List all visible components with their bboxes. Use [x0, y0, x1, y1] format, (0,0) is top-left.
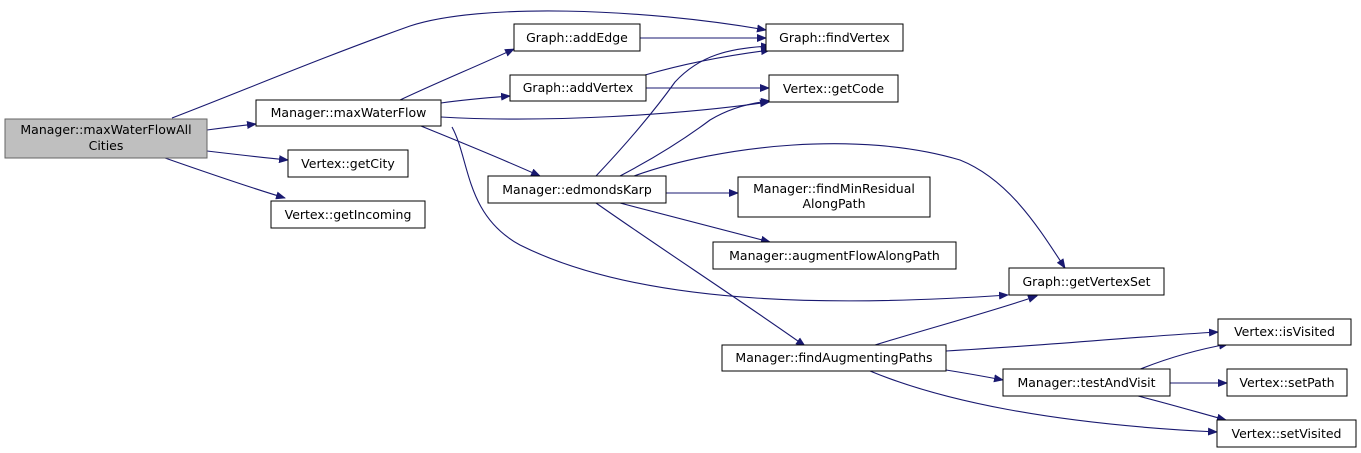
node-is-visited[interactable]: Vertex::isVisited	[1217, 318, 1352, 346]
edge-max-water-flow-to-edmonds-karp	[420, 125, 541, 177]
node-test-and-visit[interactable]: Manager::testAndVisit	[1002, 368, 1171, 397]
node-label-line-2: Cities	[89, 138, 124, 153]
edge-add-vertex-to-find-vertex	[644, 47, 771, 76]
node-get-code[interactable]: Vertex::getCode	[768, 74, 899, 103]
edge-max-water-flow-to-get-vertex-set	[451, 126, 1009, 302]
edge-max-water-flow-to-add-edge	[397, 48, 515, 102]
node-label: Manager::augmentFlowAlongPath	[729, 248, 940, 263]
edge-find-augmenting-paths-to-set-visited	[869, 370, 1218, 436]
node-label: Graph::findVertex	[779, 30, 890, 45]
edge-edmonds-karp-to-get-vertex-set	[633, 143, 1066, 269]
node-max-water-flow[interactable]: Manager::maxWaterFlow	[255, 99, 442, 127]
node-label: Vertex::getIncoming	[285, 207, 412, 222]
edge-max-water-flow-to-get-code	[440, 99, 770, 120]
edge-find-augmenting-paths-to-is-visited	[945, 328, 1219, 352]
node-label: Manager::edmondsKarp	[502, 182, 652, 197]
edge-max-water-flow-to-add-vertex	[440, 92, 511, 104]
edge-test-and-visit-to-set-visited	[1137, 395, 1227, 422]
node-label: Graph::addVertex	[523, 80, 633, 95]
node-label: Manager::findAugmentingPaths	[735, 350, 932, 365]
node-label-line-1: Manager::findMinResidual	[753, 181, 915, 196]
edge-edmonds-karp-to-get-code	[619, 97, 771, 177]
edge-root-to-find-vertex	[171, 10, 767, 119]
node-set-path[interactable]: Vertex::setPath	[1226, 368, 1348, 397]
edge-root-to-get-incoming	[164, 157, 286, 200]
node-label-line-1: Manager::maxWaterFlowAll	[20, 122, 191, 137]
node-find-augmenting-paths[interactable]: Manager::findAugmentingPaths	[721, 344, 947, 372]
node-find-vertex[interactable]: Graph::findVertex	[765, 23, 904, 52]
node-set-visited[interactable]: Vertex::setVisited	[1216, 419, 1357, 448]
node-label: Graph::getVertexSet	[1023, 274, 1151, 289]
edge-root-to-get-city	[206, 150, 289, 164]
node-edmonds-karp[interactable]: Manager::edmondsKarp	[487, 175, 667, 204]
node-find-min-residual-along-path[interactable]: Manager::findMinResidual AlongPath	[737, 176, 931, 218]
edge-edmonds-karp-to-find-augmenting-paths	[595, 202, 806, 347]
edge-test-and-visit-to-is-visited	[1137, 341, 1229, 371]
node-label: Vertex::isVisited	[1234, 324, 1335, 339]
edge-edmonds-karp-to-augment-flow	[619, 202, 771, 244]
node-augment-flow-along-path[interactable]: Manager::augmentFlowAlongPath	[712, 241, 957, 270]
nodes-layer: Manager::maxWaterFlowAll Cities Manager:…	[4, 23, 1357, 448]
edge-find-augmenting-paths-to-test-and-visit	[945, 369, 1004, 383]
edge-find-augmenting-paths-to-get-vertex-set	[874, 295, 1038, 346]
node-get-incoming[interactable]: Vertex::getIncoming	[270, 200, 426, 229]
node-get-vertex-set[interactable]: Graph::getVertexSet	[1008, 267, 1165, 296]
node-label: Manager::testAndVisit	[1017, 375, 1155, 390]
node-add-vertex[interactable]: Graph::addVertex	[509, 74, 647, 102]
node-label: Vertex::setVisited	[1232, 426, 1342, 441]
node-add-edge[interactable]: Graph::addEdge	[513, 23, 641, 52]
node-label: Vertex::setPath	[1239, 375, 1334, 390]
node-label: Graph::addEdge	[526, 30, 628, 45]
node-label: Vertex::getCode	[783, 81, 884, 96]
node-label: Vertex::getCity	[301, 156, 395, 171]
node-get-city[interactable]: Vertex::getCity	[287, 149, 409, 178]
edges-layer	[164, 10, 1229, 436]
node-max-water-flow-all-cities[interactable]: Manager::maxWaterFlowAll Cities	[4, 118, 208, 159]
edge-edmonds-karp-to-find-vertex	[595, 42, 771, 177]
node-label-line-2: AlongPath	[803, 196, 866, 211]
edge-root-to-max-water-flow	[206, 121, 257, 131]
node-label: Manager::maxWaterFlow	[271, 105, 427, 120]
